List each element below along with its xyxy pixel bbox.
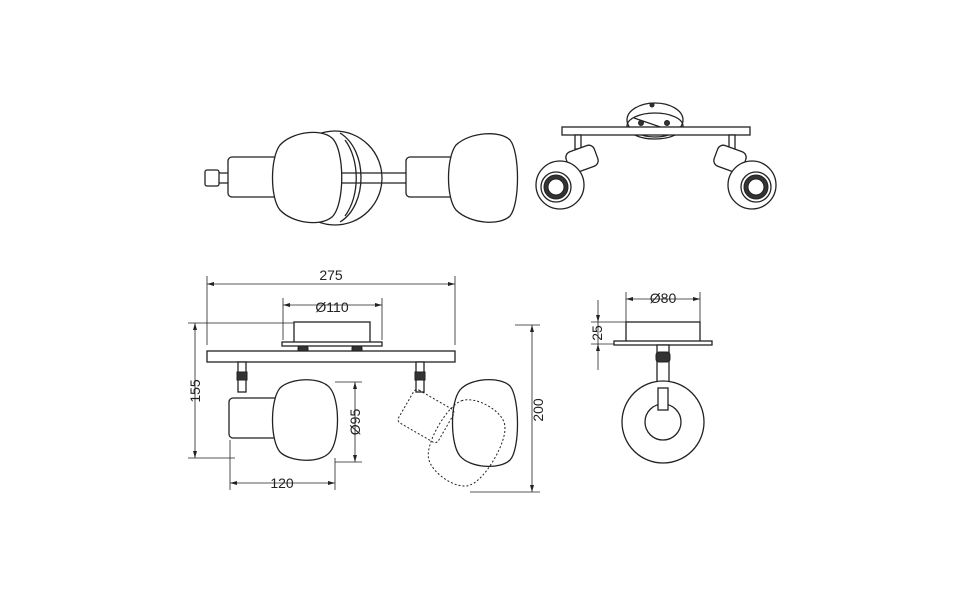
side-view: Ø80 25 (589, 290, 713, 464)
dim-arrow (207, 282, 214, 286)
dim-120-label: 120 (270, 475, 294, 491)
front-rotated-spot (397, 389, 506, 487)
perspective-left-stem (574, 134, 582, 150)
front-bar (206, 350, 456, 363)
top-view-bar-endcap (204, 169, 220, 187)
front-rotated-spot-shade (427, 399, 506, 487)
side-ceiling-plate (625, 321, 701, 343)
dim-25-label: 25 (589, 325, 605, 341)
top-view-plate-arc-inner (344, 139, 357, 217)
dim-arrow (626, 297, 633, 301)
top-view-right-spot-shade (447, 133, 519, 223)
front-ceiling-plate-flange (281, 341, 383, 347)
front-ceiling-plate (293, 321, 371, 344)
dim-arrow (353, 382, 357, 389)
top-view (204, 130, 519, 226)
dim-arrow (596, 315, 600, 322)
front-left-spot-shade (271, 379, 339, 461)
dim-155-label: 155 (187, 379, 203, 403)
perspective-left-spot-inner (547, 178, 565, 196)
dim-arrow (530, 485, 534, 492)
perspective-view (535, 102, 777, 210)
dim-arrow (193, 323, 197, 330)
top-view-left-spot-shade (271, 131, 343, 224)
dim-110-label: Ø110 (315, 299, 348, 315)
dim-arrow (230, 481, 237, 485)
dim-80-label: Ø80 (650, 290, 677, 306)
dim-arrow (283, 303, 290, 307)
dim-arrow (375, 303, 382, 307)
front-right-stem-knob (414, 371, 426, 381)
front-rotated-spot-body (397, 389, 455, 444)
perspective-bar (561, 126, 751, 136)
side-stem-knob (655, 351, 671, 363)
dim-arrow (693, 297, 700, 301)
front-left-stem-knob (236, 371, 248, 381)
front-view: 275 Ø110 (187, 267, 546, 493)
dim-275-label: 275 (319, 267, 343, 283)
dim-arrow (328, 481, 335, 485)
perspective-plate-rim (626, 112, 684, 140)
dim-arrow (353, 455, 357, 462)
dim-200-label: 200 (530, 398, 546, 422)
side-spot-yoke (657, 387, 669, 411)
dim-95-label: Ø95 (347, 409, 363, 436)
dim-arrow (530, 325, 534, 332)
perspective-plate-screw (664, 120, 670, 126)
perspective-plate-screw (638, 120, 644, 126)
perspective-plate-screw (649, 102, 655, 108)
dim-arrow (193, 451, 197, 458)
top-view-plate-arc (339, 132, 362, 223)
dim-arrow (596, 344, 600, 351)
perspective-right-spot-inner (747, 178, 765, 196)
front-left-spot-body (228, 397, 280, 439)
front-right-spot-shade (451, 379, 519, 467)
dim-arrow (448, 282, 455, 286)
